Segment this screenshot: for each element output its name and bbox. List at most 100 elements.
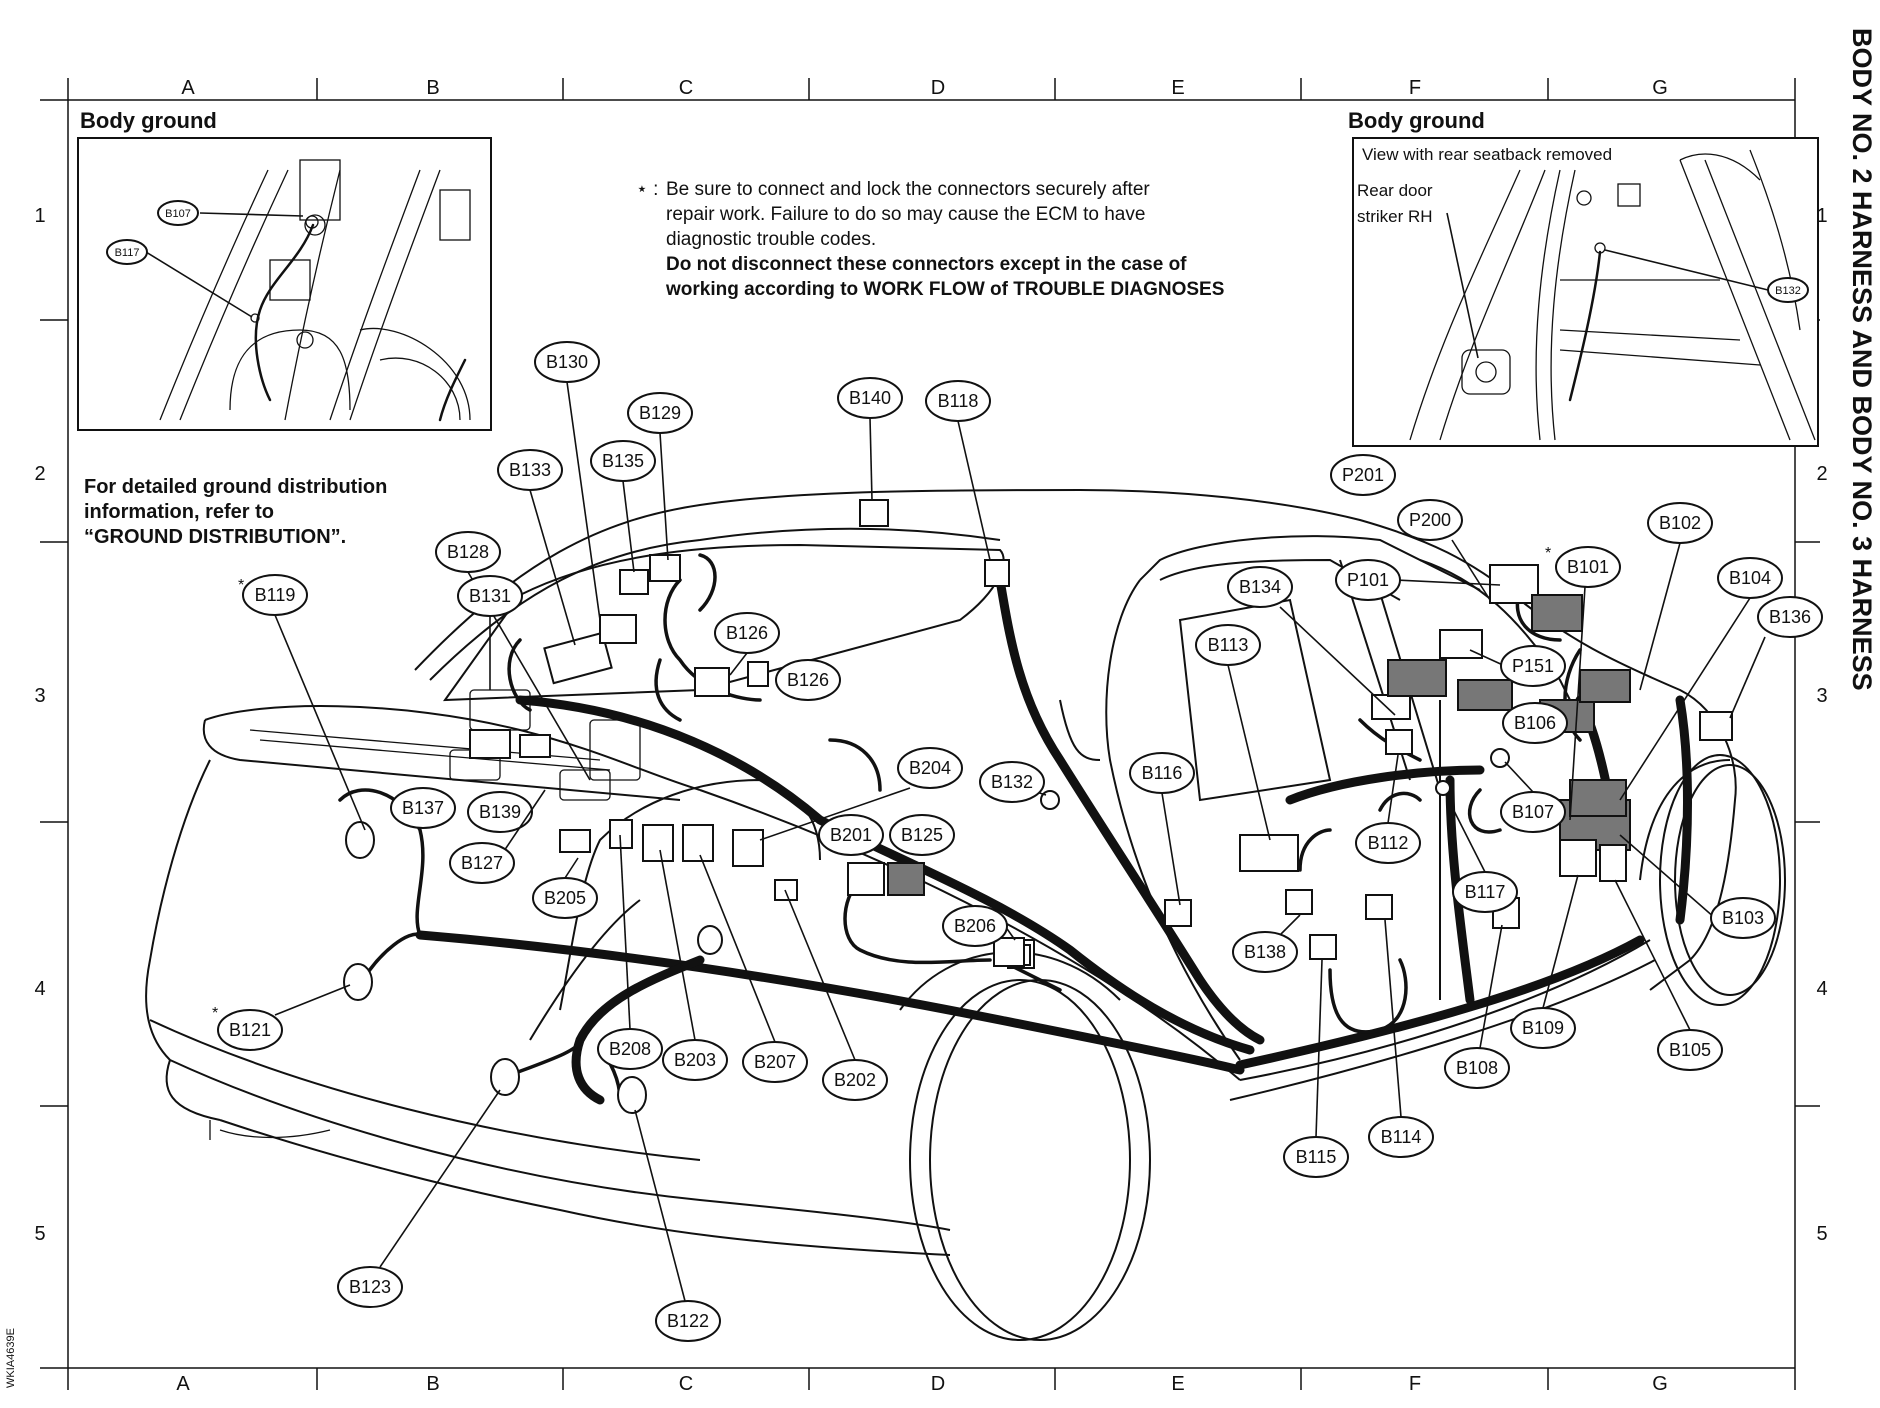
- star-marker: *: [1545, 545, 1551, 562]
- left-ground-panel: Body ground B107 B117: [77, 108, 492, 431]
- col-label: D: [931, 77, 945, 99]
- connector-label-b138: B138: [1244, 942, 1286, 962]
- left-panel-title: Body ground: [80, 108, 217, 133]
- connector-label-b137: B137: [402, 798, 444, 818]
- col-label: E: [1171, 77, 1184, 99]
- col-label: B: [426, 77, 439, 99]
- striker-label: Rear door: [1357, 181, 1433, 200]
- connector-label-b127: B127: [461, 853, 503, 873]
- col-label: G: [1652, 1373, 1668, 1395]
- connector-label-b128: B128: [447, 542, 489, 562]
- connector-label-b125: B125: [901, 825, 943, 845]
- row-label: 3: [34, 685, 45, 707]
- connector-label-b113: B113: [1208, 635, 1249, 655]
- row-label: 3: [1816, 685, 1827, 707]
- connector-label-p200: P200: [1409, 510, 1451, 530]
- row-labels-left: 1 2 3 4 5: [34, 205, 45, 1245]
- connector-label-b122: B122: [667, 1311, 709, 1331]
- star-marker: *: [212, 1005, 218, 1022]
- connector-label-b109: B109: [1522, 1018, 1564, 1038]
- connector-label-b108: B108: [1456, 1058, 1498, 1078]
- connector-label-b140: B140: [849, 388, 891, 408]
- right-ground-panel: Body ground View with rear seatback remo…: [1348, 108, 1819, 447]
- row-label: 1: [34, 205, 45, 227]
- col-label: B: [426, 1373, 439, 1395]
- connector-label-b114: B114: [1381, 1127, 1422, 1147]
- right-panel-title: Body ground: [1348, 108, 1485, 133]
- row-label: 5: [34, 1223, 45, 1245]
- col-label: C: [679, 77, 693, 99]
- connector-label-p201: P201: [1342, 465, 1384, 485]
- row-labels-right: 1 2 3 4 5: [1816, 205, 1827, 1245]
- caution-note: ⋆ : Be sure to connect and lock the conn…: [636, 179, 1224, 300]
- connector-label-b132: B132: [991, 772, 1033, 792]
- row-label: 2: [34, 463, 45, 485]
- connector-label-b112: B112: [1368, 833, 1409, 853]
- connector-label-b136: B136: [1769, 607, 1811, 627]
- column-labels-bottom: A B C D E F G: [176, 1373, 1667, 1395]
- star-marker: *: [238, 577, 244, 594]
- connector-label-b207: B207: [754, 1052, 796, 1072]
- caution-marker: ⋆ :: [636, 179, 658, 200]
- connector-label-b203: B203: [674, 1050, 716, 1070]
- ground-note-line: For detailed ground distribution: [84, 476, 387, 498]
- connector-label-p101: P101: [1347, 570, 1389, 590]
- row-label: 1: [1816, 205, 1827, 227]
- col-label: D: [931, 1373, 945, 1395]
- column-labels-top: A B C D E F G: [181, 77, 1667, 99]
- row-label: 4: [1816, 978, 1827, 1000]
- connector-label-b117: B117: [1465, 882, 1506, 902]
- connector-label-b106: B106: [1514, 713, 1556, 733]
- connector-label-b204: B204: [909, 758, 951, 778]
- connector-label-b105: B105: [1669, 1040, 1711, 1060]
- connector-label-b115: B115: [1296, 1147, 1337, 1167]
- page-title: BODY NO. 2 HARNESS AND BODY NO. 3 HARNES…: [1847, 28, 1877, 691]
- left-panel-label-b117: B117: [115, 247, 140, 259]
- connector-label-b133: B133: [509, 460, 551, 480]
- ground-distribution-note: For detailed ground distribution informa…: [84, 476, 387, 548]
- caution-line: Do not disconnect these connectors excep…: [666, 254, 1187, 275]
- connector-label-b206: B206: [954, 916, 996, 936]
- left-panel-label-b107: B107: [165, 208, 191, 220]
- connector-label-b107: B107: [1512, 802, 1554, 822]
- col-label: C: [679, 1373, 693, 1395]
- col-label: F: [1409, 1373, 1421, 1395]
- caution-line: working according to WORK FLOW of TROUBL…: [665, 279, 1224, 300]
- connector-label-b101: B101: [1567, 557, 1609, 577]
- connector-label-b118: B118: [938, 391, 979, 411]
- connector-label-p151: P151: [1512, 656, 1554, 676]
- connector-label-b121: B121: [229, 1020, 271, 1040]
- col-label: A: [176, 1373, 190, 1395]
- connector-label-b126: B126: [787, 670, 829, 690]
- connector-label-b126: B126: [726, 623, 768, 643]
- right-panel-label-b132: B132: [1775, 285, 1801, 297]
- col-label: F: [1409, 77, 1421, 99]
- connector-label-b130: B130: [546, 352, 588, 372]
- col-label: G: [1652, 77, 1668, 99]
- caution-line: Be sure to connect and lock the connecto…: [666, 179, 1150, 200]
- connector-label-b205: B205: [544, 888, 586, 908]
- connector-label-b139: B139: [479, 802, 521, 822]
- striker-label: striker RH: [1357, 207, 1433, 226]
- ground-note-line: “GROUND DISTRIBUTION”.: [84, 526, 346, 548]
- right-panel-view-note: View with rear seatback removed: [1362, 145, 1612, 164]
- row-label: 2: [1816, 463, 1827, 485]
- connector-label-b134: B134: [1239, 577, 1281, 597]
- connector-labels: B130 B129 B140 B118 B133 B135 B128 * B11…: [212, 341, 1823, 1342]
- row-label: 4: [34, 978, 45, 1000]
- col-label: A: [181, 77, 195, 99]
- document-id: WKIA4639E: [5, 1328, 17, 1388]
- connector-label-b102: B102: [1659, 513, 1701, 533]
- connector-label-b103: B103: [1722, 908, 1764, 928]
- connector-label-b119: B119: [255, 585, 296, 605]
- connector-label-b123: B123: [349, 1277, 391, 1297]
- connector-label-b208: B208: [609, 1039, 651, 1059]
- connector-label-b104: B104: [1729, 568, 1771, 588]
- connector-label-b116: B116: [1142, 763, 1183, 783]
- connector-label-b202: B202: [834, 1070, 876, 1090]
- caution-line: diagnostic trouble codes.: [666, 229, 876, 250]
- row-label: 5: [1816, 1223, 1827, 1245]
- connector-label-b201: B201: [830, 825, 872, 845]
- ground-note-line: information, refer to: [84, 501, 274, 523]
